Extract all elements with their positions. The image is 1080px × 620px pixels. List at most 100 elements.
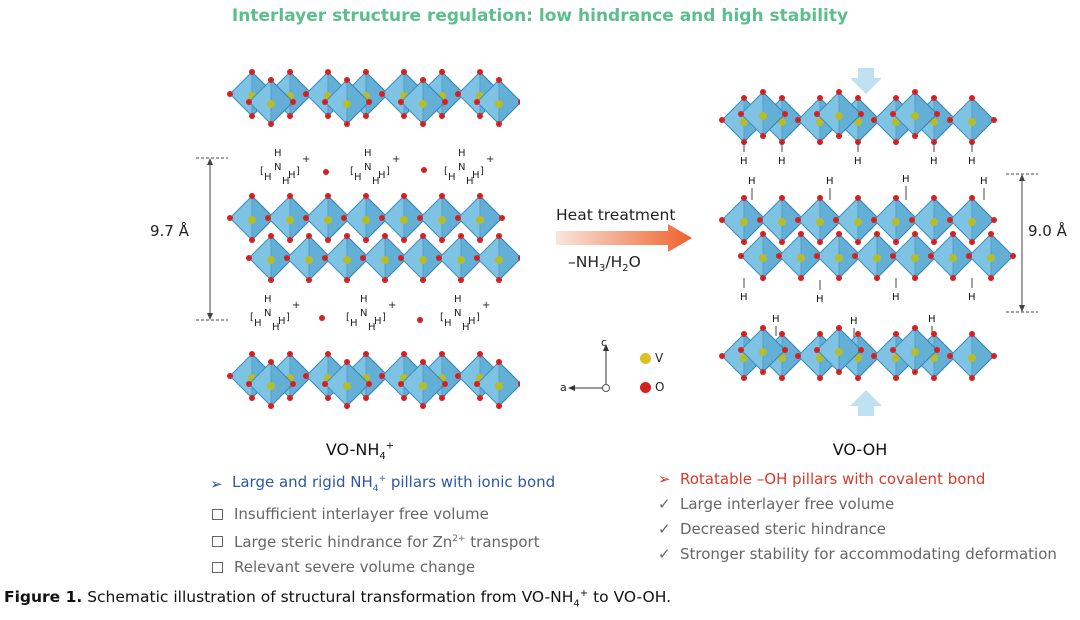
svg-text:H: H [740,156,748,167]
svg-text:]: ] [386,166,390,177]
right-item: ✓Stronger stability for accommodating de… [658,542,1057,567]
vanadium-oxide-layer-middle [226,192,520,284]
nh4-pillars-row-bottom: [ H N H H H ] + [ H N H H H ] + [ H N H … [250,294,490,333]
figure-title: Interlayer structure regulation: low hin… [231,6,849,26]
svg-text:H: H [892,292,900,303]
svg-text:H: H [354,172,362,183]
svg-text:[: [ [444,166,448,177]
svg-text:H: H [902,174,910,185]
svg-text:H: H [472,170,480,181]
left-headline: ➢ Large and rigid NH4+ pillars with ioni… [210,467,555,502]
svg-text:N: N [454,308,461,319]
figure-caption: Figure 1. Schematic illustration of stru… [4,588,672,610]
svg-text:+: + [482,300,490,311]
svg-text:]: ] [296,166,300,177]
svg-text:H: H [850,316,858,327]
svg-text:H: H [372,176,380,187]
svg-text:[: [ [250,312,254,323]
vo-nh4-structure: [ H N H H H ] + [ H N H H H ] + [ H N H … [226,68,520,410]
svg-text:H: H [462,322,470,333]
svg-text:]: ] [286,312,290,323]
svg-text:H: H [968,156,976,167]
oh-pillars-middle-bottom: H H H H [740,278,976,305]
svg-text:H: H [458,148,466,159]
svg-text:H: H [378,170,386,181]
svg-text:H: H [364,148,372,159]
axis-c-label: c [601,336,608,349]
svg-text:]: ] [480,166,484,177]
left-item: Relevant severe volume change [210,555,555,580]
svg-text:+: + [392,154,400,165]
svg-text:H: H [360,294,368,305]
vanadium-oxide-layer-bottom [226,350,520,410]
svg-text:H: H [854,156,862,167]
arrow-bullet-icon: ➢ [210,475,223,493]
checkmark-icon: ✓ [658,520,671,538]
checkbox-icon [212,562,223,573]
svg-text:H: H [264,172,272,183]
svg-text:H: H [468,316,476,327]
svg-text:[: [ [346,312,350,323]
vanadium-oxide-layer-top-right [718,88,998,146]
svg-text:+: + [486,154,494,165]
svg-text:N: N [274,162,281,173]
right-structure-label: VO-OH [832,440,888,459]
svg-text:H: H [272,322,280,333]
svg-text:H: H [350,318,358,329]
svg-text:H: H [930,156,938,167]
arrow-bullet-icon: ➢ [658,470,671,488]
heat-treatment-arrow [556,224,692,252]
left-item: Insufficient interlayer free volume [210,502,555,527]
svg-text:H: H [454,294,462,305]
oh-pillars-middle-top: H H H H [748,174,988,200]
svg-text:H: H [772,314,780,325]
right-headline: ➢ Rotatable –OH pillars with covalent bo… [658,467,1057,492]
svg-text:+: + [302,154,310,165]
checkbox-icon [212,535,223,547]
vanadium-oxide-layer-bottom-right [718,324,998,382]
svg-text:[: [ [260,166,264,177]
svg-text:[: [ [440,312,444,323]
left-spacing-bracket [196,157,228,321]
svg-text:H: H [928,314,936,325]
nh4-pillars-row-top: [ H N H H H ] + [ H N H H H ] + [ H N H … [260,148,494,187]
right-item: ✓Large interlayer free volume [658,492,1057,517]
svg-text:N: N [458,162,465,173]
right-feature-list: ➢ Rotatable –OH pillars with covalent bo… [658,467,1057,567]
svg-text:H: H [980,176,988,187]
svg-text:H: H [374,316,382,327]
right-item: ✓Decreased steric hindrance [658,517,1057,542]
svg-text:H: H [466,176,474,187]
svg-text:H: H [826,176,834,187]
svg-text:H: H [444,318,452,329]
axis-a-label: a [560,381,567,394]
svg-text:H: H [278,316,286,327]
svg-text:]: ] [382,312,386,323]
svg-text:H: H [368,322,376,333]
right-spacing-bracket [1006,173,1038,313]
checkmark-icon: ✓ [658,545,671,563]
right-interlayer-spacing: 9.0 Å [1028,222,1067,240]
svg-text:]: ] [476,312,480,323]
svg-text:N: N [264,308,271,319]
left-structure-label: VO-NH4+ [325,440,395,463]
arrow-top-label: Heat treatment [556,206,676,224]
svg-text:+: + [388,300,396,311]
svg-text:H: H [968,292,976,303]
checkbox-icon [212,509,223,520]
vanadium-oxide-layer-top [226,68,520,128]
svg-text:H: H [448,172,456,183]
svg-text:H: H [254,318,262,329]
svg-text:[: [ [350,166,354,177]
left-interlayer-spacing: 9.7 Å [150,222,189,240]
svg-text:H: H [748,176,756,187]
vo-oh-structure: H H H H H H H H H H H H H H H H [718,68,1016,416]
svg-text:H: H [282,176,290,187]
checkmark-icon: ✓ [658,495,671,513]
legend-o: O [640,380,664,394]
arrow-bottom-label: –NH3/H2O [568,253,641,275]
svg-text:H: H [288,170,296,181]
svg-text:H: H [816,294,824,305]
svg-text:N: N [364,162,371,173]
svg-text:H: H [274,148,282,159]
